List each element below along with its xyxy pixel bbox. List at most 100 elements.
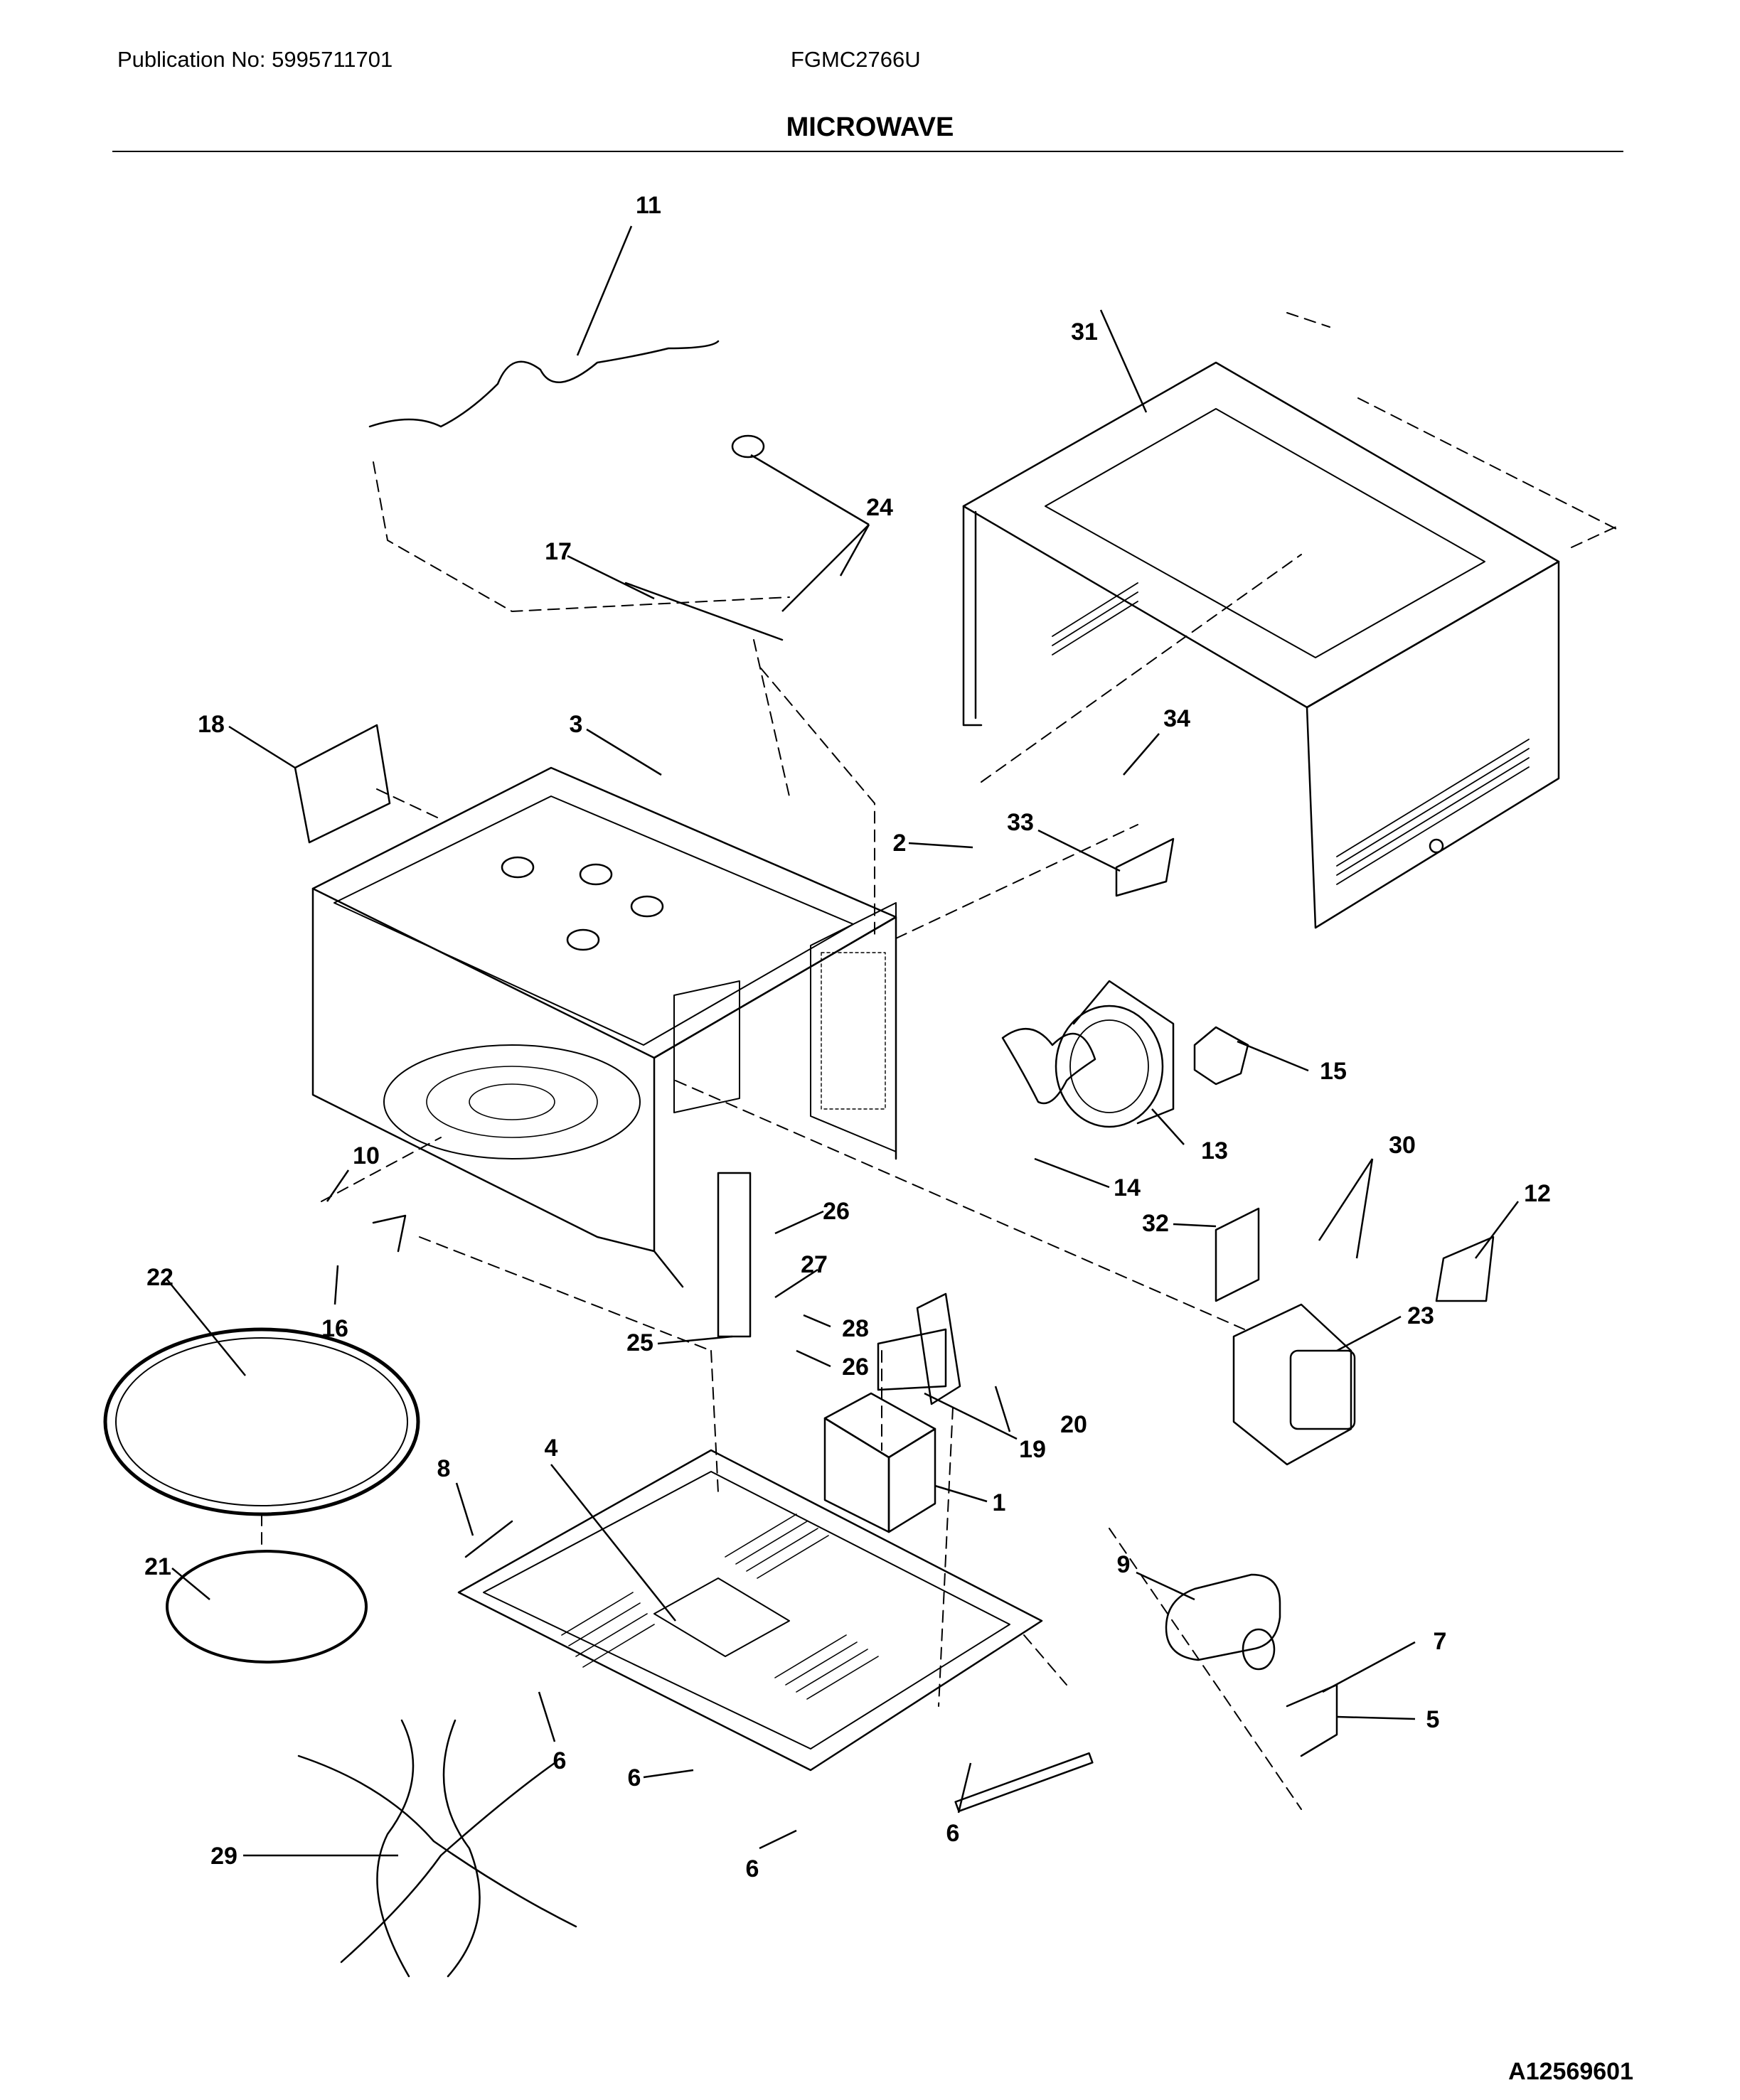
callout-12: 12 [1524,1180,1551,1207]
leader-2 [908,842,973,849]
hv-transformer-part [823,1392,936,1533]
magnetron-part [1232,1303,1356,1466]
power-cord-part [368,340,720,428]
leader-6d [759,1829,797,1850]
leader-32 [1173,1223,1217,1228]
callout-6: 6 [946,1820,960,1847]
callout-23: 23 [1407,1302,1434,1329]
callout-2: 2 [893,830,907,857]
leader-23 [1336,1315,1402,1352]
callout-22: 22 [146,1264,174,1291]
diagram-id: A12569601 [1508,2058,1633,2085]
leader-16 [333,1265,339,1305]
leader-11 [576,225,633,356]
wire-harness-part [376,1719,415,1978]
turntable-motor-part [372,1214,407,1253]
callout-6: 6 [553,1747,567,1774]
bracket-part [1215,1207,1260,1302]
leader-26a [774,1210,824,1235]
leader-6a [538,1691,556,1742]
callout-17: 17 [545,538,572,565]
callout-25: 25 [626,1329,653,1356]
callout-29: 29 [210,1843,237,1870]
oven-cavity-part [311,766,897,1288]
callout-13: 13 [1201,1137,1228,1164]
leader-25 [657,1335,733,1345]
leader-9 [1136,1571,1195,1601]
base-strip-part [954,1752,1094,1813]
callout-28: 28 [842,1315,869,1342]
control-board-part [1115,837,1175,897]
leader-6b [643,1769,694,1779]
leader-31 [1099,309,1148,413]
leader-15 [1237,1040,1309,1072]
outer-cabinet-part [962,361,1560,929]
base-plate-part [457,1449,1043,1772]
callout-14: 14 [1114,1174,1141,1201]
leader-17 [567,555,655,600]
sensor-bracket-part [624,582,784,641]
leader-1 [934,1484,988,1503]
callout-31: 31 [1071,318,1098,345]
callout-30: 30 [1389,1132,1416,1159]
leader-26b [796,1349,831,1368]
callout-6: 6 [746,1855,759,1882]
callout-6: 6 [628,1764,641,1791]
fuse-holder-part [916,1292,961,1405]
leader-24 [781,524,870,612]
duct-part [1435,1236,1495,1302]
leader-20 [994,1386,1011,1432]
leader-8 [455,1482,474,1536]
callout-10: 10 [353,1142,380,1169]
leader-34 [1123,733,1160,776]
waveguide-cover-part [294,724,391,844]
leader-5 [1336,1715,1416,1720]
leader-7 [1322,1641,1416,1693]
latch-board-part [717,1172,752,1338]
leader-10 [326,1169,350,1202]
callout-15: 15 [1320,1058,1347,1085]
leader-21 [171,1568,210,1600]
leader-22 [166,1279,246,1376]
hv-capacitor-part [1165,1573,1281,1671]
header-divider [112,151,1623,152]
hinge-part [464,1520,513,1558]
callout-5: 5 [1426,1706,1440,1733]
glass-tray-part [103,1327,420,1516]
capacitor-bracket-part [1286,1683,1338,1757]
callout-7: 7 [1434,1628,1447,1655]
callout-27: 27 [801,1251,828,1278]
leader-28 [803,1314,831,1328]
leader-3 [586,728,662,776]
callout-3: 3 [570,711,583,738]
noise-filter-part [877,1328,947,1391]
model-number: FGMC2766U [791,47,921,72]
leader-13 [1151,1108,1185,1145]
callout-33: 33 [1007,809,1034,836]
callout-1: 1 [993,1489,1006,1516]
callout-21: 21 [144,1553,171,1580]
callout-18: 18 [198,711,225,738]
callout-16: 16 [321,1315,348,1342]
callout-19: 19 [1019,1436,1046,1463]
leader-14 [1034,1157,1110,1189]
page-title: MICROWAVE [786,112,954,142]
leader-12 [1475,1201,1519,1259]
leader-33 [1037,829,1121,872]
thermistor-part [731,434,765,459]
publication-number: Publication No: 5995711701 [117,47,393,72]
callout-26: 26 [842,1354,869,1381]
callout-9: 9 [1117,1551,1131,1578]
leader-19 [924,1392,1018,1440]
callout-34: 34 [1163,705,1190,732]
callout-26: 26 [823,1198,850,1225]
callout-4: 4 [545,1435,558,1462]
callout-20: 20 [1060,1411,1087,1438]
callout-32: 32 [1142,1210,1169,1237]
leader-30 [1318,1158,1374,1241]
leader-18 [228,725,296,769]
roller-ring-part [166,1550,368,1664]
callout-11: 11 [636,192,661,219]
callout-24: 24 [866,494,893,521]
